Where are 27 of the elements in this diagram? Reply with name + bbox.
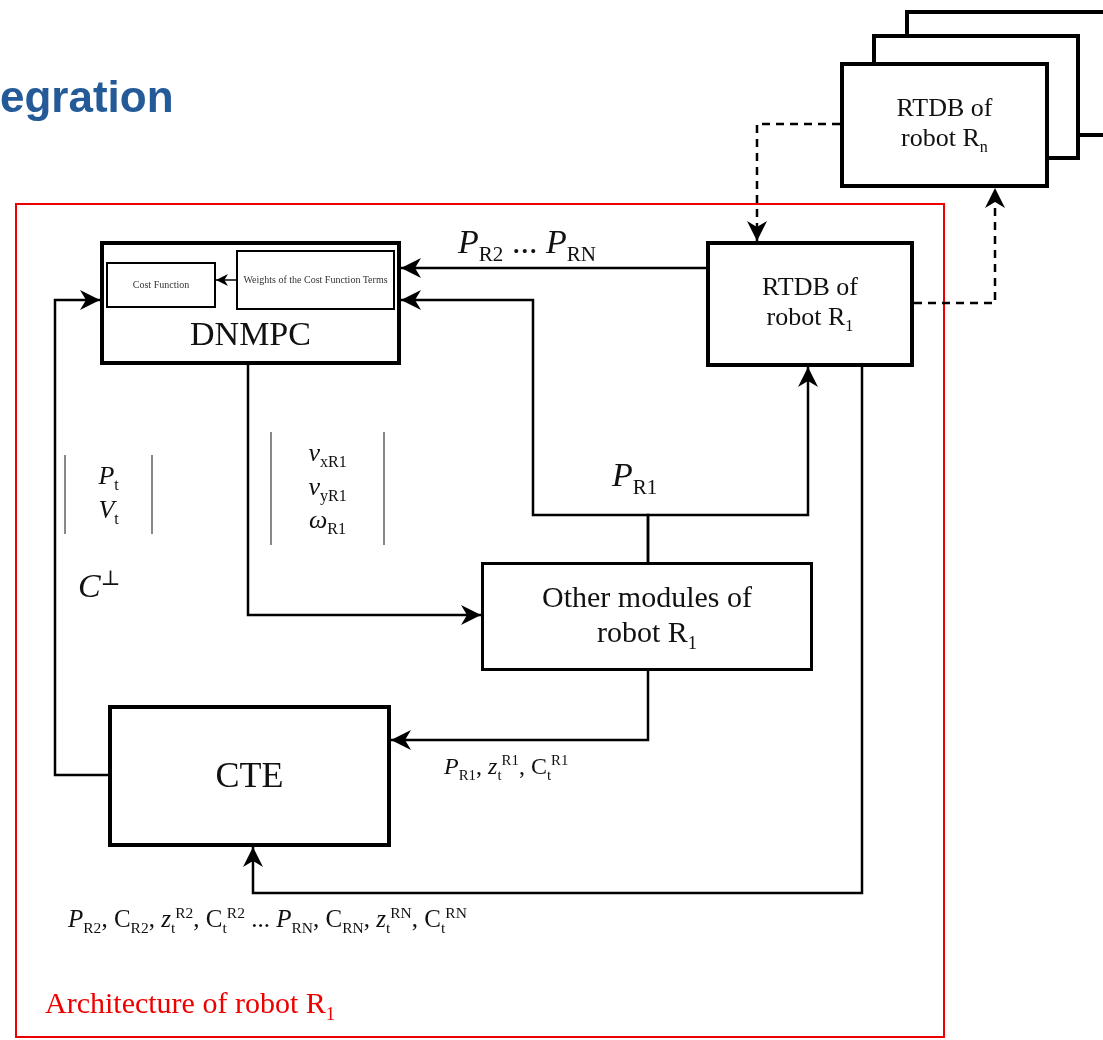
node-label: CTE [215,755,284,797]
process-box [100,241,401,365]
dashed-arrow [914,188,1005,305]
process-box [481,562,813,671]
arrow [243,367,864,895]
arrow [246,365,481,625]
node-label: RTDB of robot R$_{n}$ [895,93,994,157]
process-box [706,241,914,367]
arrow [215,274,237,286]
node-label: Cost Function [131,279,191,291]
process-box [108,705,391,847]
sub-process-box [106,262,216,308]
arrow [53,290,108,777]
arrow [646,367,818,562]
process-box [840,62,1049,188]
vector-label: v$_{xR1}$ v$_{yR1}$ ω$_{R1}$ [270,432,386,546]
node-label: Weights of the Cost Function Terms [242,274,389,286]
node-label: DNMPC [190,314,311,354]
arrow [401,258,706,278]
vector-label: P$_{t}$ V$_{t}$ [64,455,154,535]
node-label: RTDB of robot R$_{1}$ [761,272,859,336]
heading: egration [0,72,174,122]
node-label: Other modules of robot R$_{1}$ [541,580,753,653]
sub-process-box [236,250,395,310]
dashed-arrow [747,122,840,241]
node-label: Architecture of robot R$_{1}$ [45,985,336,1024]
arrow [391,671,650,750]
